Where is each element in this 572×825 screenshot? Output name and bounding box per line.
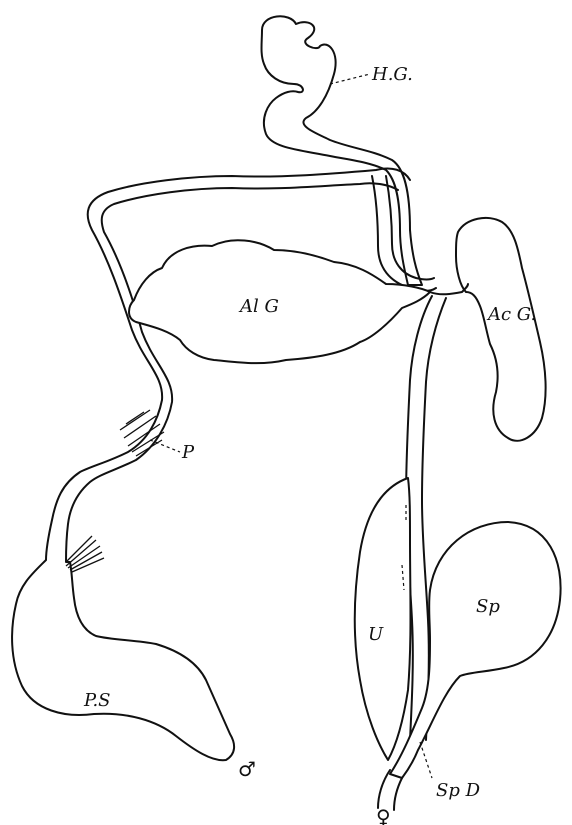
label-hind-gut: H.G. xyxy=(371,64,413,85)
hermaphrodite-duct-outer xyxy=(46,168,410,560)
label-uterus: U xyxy=(368,624,384,645)
label-penial-sac: P.S xyxy=(83,690,111,711)
label-spermatheca: Sp xyxy=(476,596,500,617)
albumen-gland xyxy=(129,240,430,363)
uterus xyxy=(355,478,411,760)
spermatheca xyxy=(390,522,561,778)
leader-hind-gut xyxy=(330,74,370,84)
hind-gut xyxy=(262,16,423,285)
label-spermathecal-duct: Sp D xyxy=(436,780,481,801)
leader-spermathecal-duct xyxy=(420,742,432,778)
accessory-gland xyxy=(456,218,546,441)
label-penis: P xyxy=(181,442,195,463)
label-accessory-gland: Ac G. xyxy=(486,304,536,325)
penial-sac xyxy=(12,560,234,760)
female-symbol: ♀ xyxy=(376,805,391,825)
male-symbol: ♂ xyxy=(238,757,256,781)
label-albumen-gland: Al G xyxy=(238,296,279,317)
